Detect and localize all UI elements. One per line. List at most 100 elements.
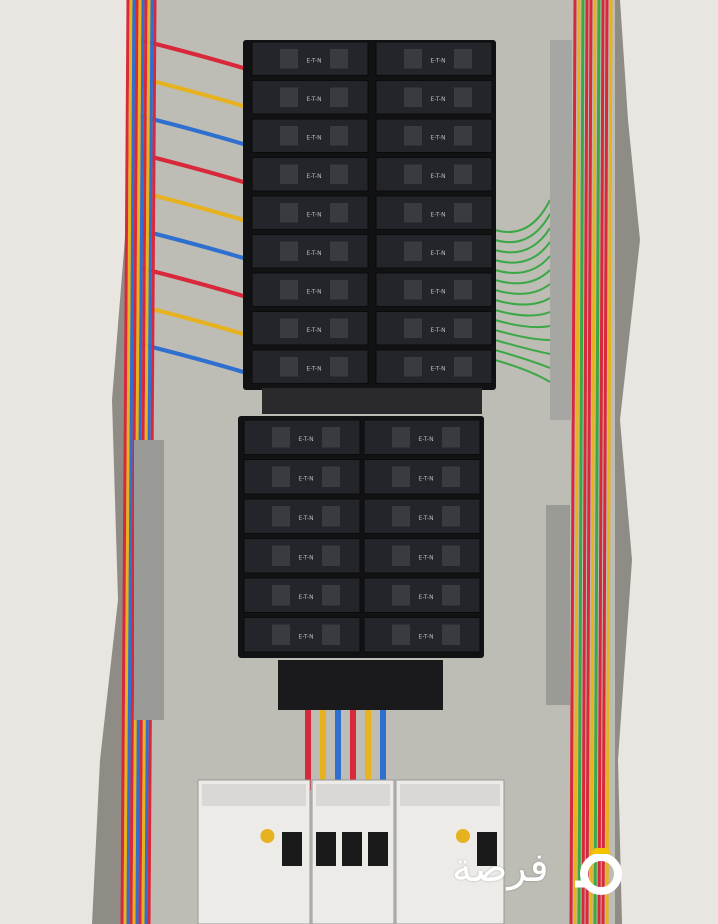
rcd-lever <box>316 832 336 866</box>
breaker-toggle <box>454 164 472 184</box>
breaker-toggle <box>272 506 290 527</box>
breaker-toggle <box>330 87 348 107</box>
circuit-breaker: E-T-N <box>375 195 493 230</box>
wire-vertical <box>120 0 130 924</box>
breaker-toggle <box>322 427 340 448</box>
breaker-toggle <box>404 126 422 146</box>
rcd-lever <box>342 832 362 866</box>
wire-vertical <box>589 0 597 924</box>
circuit-breaker: E-T-N <box>251 118 369 153</box>
earth-wire <box>494 359 551 383</box>
earth-bar <box>550 40 572 420</box>
breaker-toggle <box>330 126 348 146</box>
breaker-brand-label: E-T-N <box>306 365 321 372</box>
earth-wire <box>494 213 551 244</box>
breaker-body <box>243 419 361 455</box>
breaker-body <box>243 459 361 495</box>
breaker-toggle <box>272 545 290 566</box>
breaker-body <box>251 80 369 115</box>
circuit-breaker: E-T-N <box>251 41 369 76</box>
breaker-brand-label: E-T-N <box>306 250 321 257</box>
breaker-toggle <box>454 241 472 261</box>
breaker-toggle <box>280 280 298 300</box>
breaker-toggle <box>404 164 422 184</box>
circuit-breaker: E-T-N <box>243 498 361 534</box>
rcd-lever <box>368 832 388 866</box>
breaker-brand-label: E-T-N <box>298 633 313 640</box>
breaker-toggle <box>392 427 410 448</box>
circuit-breaker: E-T-N <box>375 157 493 192</box>
circuit-breaker: E-T-N <box>251 349 369 384</box>
circuit-breaker: E-T-N <box>375 80 493 115</box>
breaker-toggle <box>392 545 410 566</box>
rcd-lever <box>477 832 497 866</box>
breaker-body <box>375 41 493 76</box>
breaker-toggle <box>392 624 410 645</box>
breaker-toggle <box>454 126 472 146</box>
breaker-body <box>251 157 369 192</box>
breaker-brand-label: E-T-N <box>306 288 321 295</box>
breaker-brand-label: E-T-N <box>418 436 433 443</box>
breaker-toggle <box>330 357 348 377</box>
main-terminal-block <box>278 660 443 710</box>
rcd-module <box>395 779 505 924</box>
breaker-brand-label: E-T-N <box>298 554 313 561</box>
rcd-terminals <box>316 784 390 806</box>
watermark: فرصة <box>452 840 627 896</box>
wire-vertical <box>585 0 593 924</box>
breaker-toggle <box>442 427 460 448</box>
breaker-brand-label: E-T-N <box>430 365 445 372</box>
circuit-breaker: E-T-N <box>243 459 361 495</box>
breaker-toggle <box>404 280 422 300</box>
breaker-toggle <box>442 545 460 566</box>
rcd-module <box>197 779 311 924</box>
wire-vertical <box>573 0 581 924</box>
breaker-body <box>363 498 481 534</box>
breaker-body <box>375 80 493 115</box>
breaker-toggle <box>330 49 348 69</box>
breaker-toggle <box>280 203 298 223</box>
circuit-breaker: E-T-N <box>251 272 369 307</box>
watermark-text: فرصة <box>452 845 549 891</box>
circuit-breaker: E-T-N <box>375 118 493 153</box>
breaker-body <box>375 234 493 269</box>
circuit-breaker: E-T-N <box>243 577 361 613</box>
wire-vertical <box>126 0 136 924</box>
breaker-toggle <box>280 126 298 146</box>
rcd-module <box>311 779 395 924</box>
breaker-toggle <box>442 585 460 606</box>
breaker-body <box>243 617 361 653</box>
breaker-toggle <box>454 87 472 107</box>
breaker-toggle <box>280 164 298 184</box>
circuit-breaker: E-T-N <box>375 272 493 307</box>
breaker-brand-label: E-T-N <box>430 288 445 295</box>
breaker-toggle <box>280 241 298 261</box>
ring-logo-icon <box>574 848 622 895</box>
wire-vertical <box>569 0 577 924</box>
breaker-brand-label: E-T-N <box>306 211 321 218</box>
breaker-toggle <box>280 318 298 338</box>
breaker-toggle <box>330 280 348 300</box>
breaker-toggle <box>280 49 298 69</box>
breaker-toggle <box>272 466 290 487</box>
circuit-breaker: E-T-N <box>251 80 369 115</box>
breaker-body <box>243 577 361 613</box>
wire-vertical <box>577 0 585 924</box>
circuit-breaker: E-T-N <box>375 234 493 269</box>
breaker-toggle <box>454 49 472 69</box>
circuit-breaker: E-T-N <box>375 41 493 76</box>
breaker-brand-label: E-T-N <box>418 594 433 601</box>
breaker-brand-label: E-T-N <box>306 96 321 103</box>
rcd-lever <box>282 832 302 866</box>
breaker-toggle <box>330 318 348 338</box>
bus-bar-cover <box>262 388 482 414</box>
wire-vertical <box>605 0 613 924</box>
wire-vertical <box>597 0 605 924</box>
breaker-brand-label: E-T-N <box>430 134 445 141</box>
wires <box>120 0 613 924</box>
breaker-body <box>375 272 493 307</box>
breaker-brand-label: E-T-N <box>418 515 433 522</box>
neutral-bar-left <box>134 440 164 720</box>
